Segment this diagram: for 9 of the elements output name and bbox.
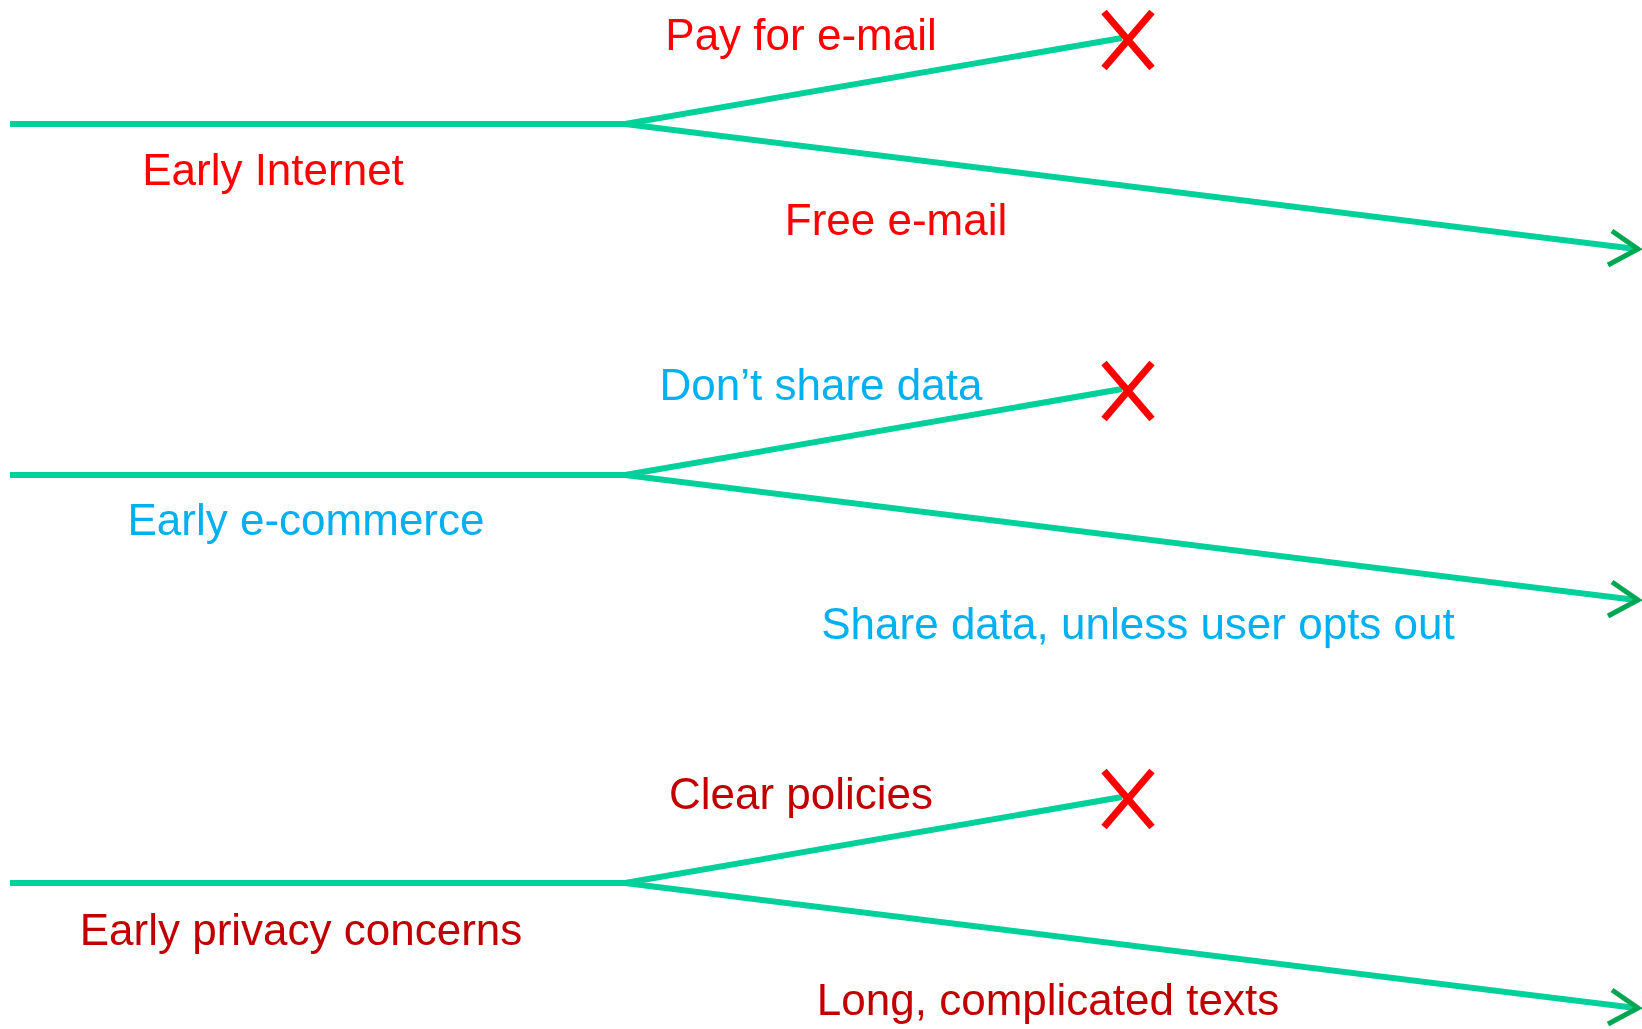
option-label: Don’t share data: [659, 360, 983, 410]
stage-label: Early Internet: [142, 145, 404, 195]
option-label: Free e-mail: [784, 195, 1008, 245]
stage-label: Early e-commerce: [127, 495, 485, 545]
option-label: Pay for e-mail: [665, 10, 937, 60]
stage-label: Early privacy concerns: [79, 905, 523, 955]
option-label: Share data, unless user opts out: [821, 599, 1455, 649]
option-label: Clear policies: [668, 769, 934, 819]
option-label: Long, complicated texts: [816, 975, 1280, 1025]
